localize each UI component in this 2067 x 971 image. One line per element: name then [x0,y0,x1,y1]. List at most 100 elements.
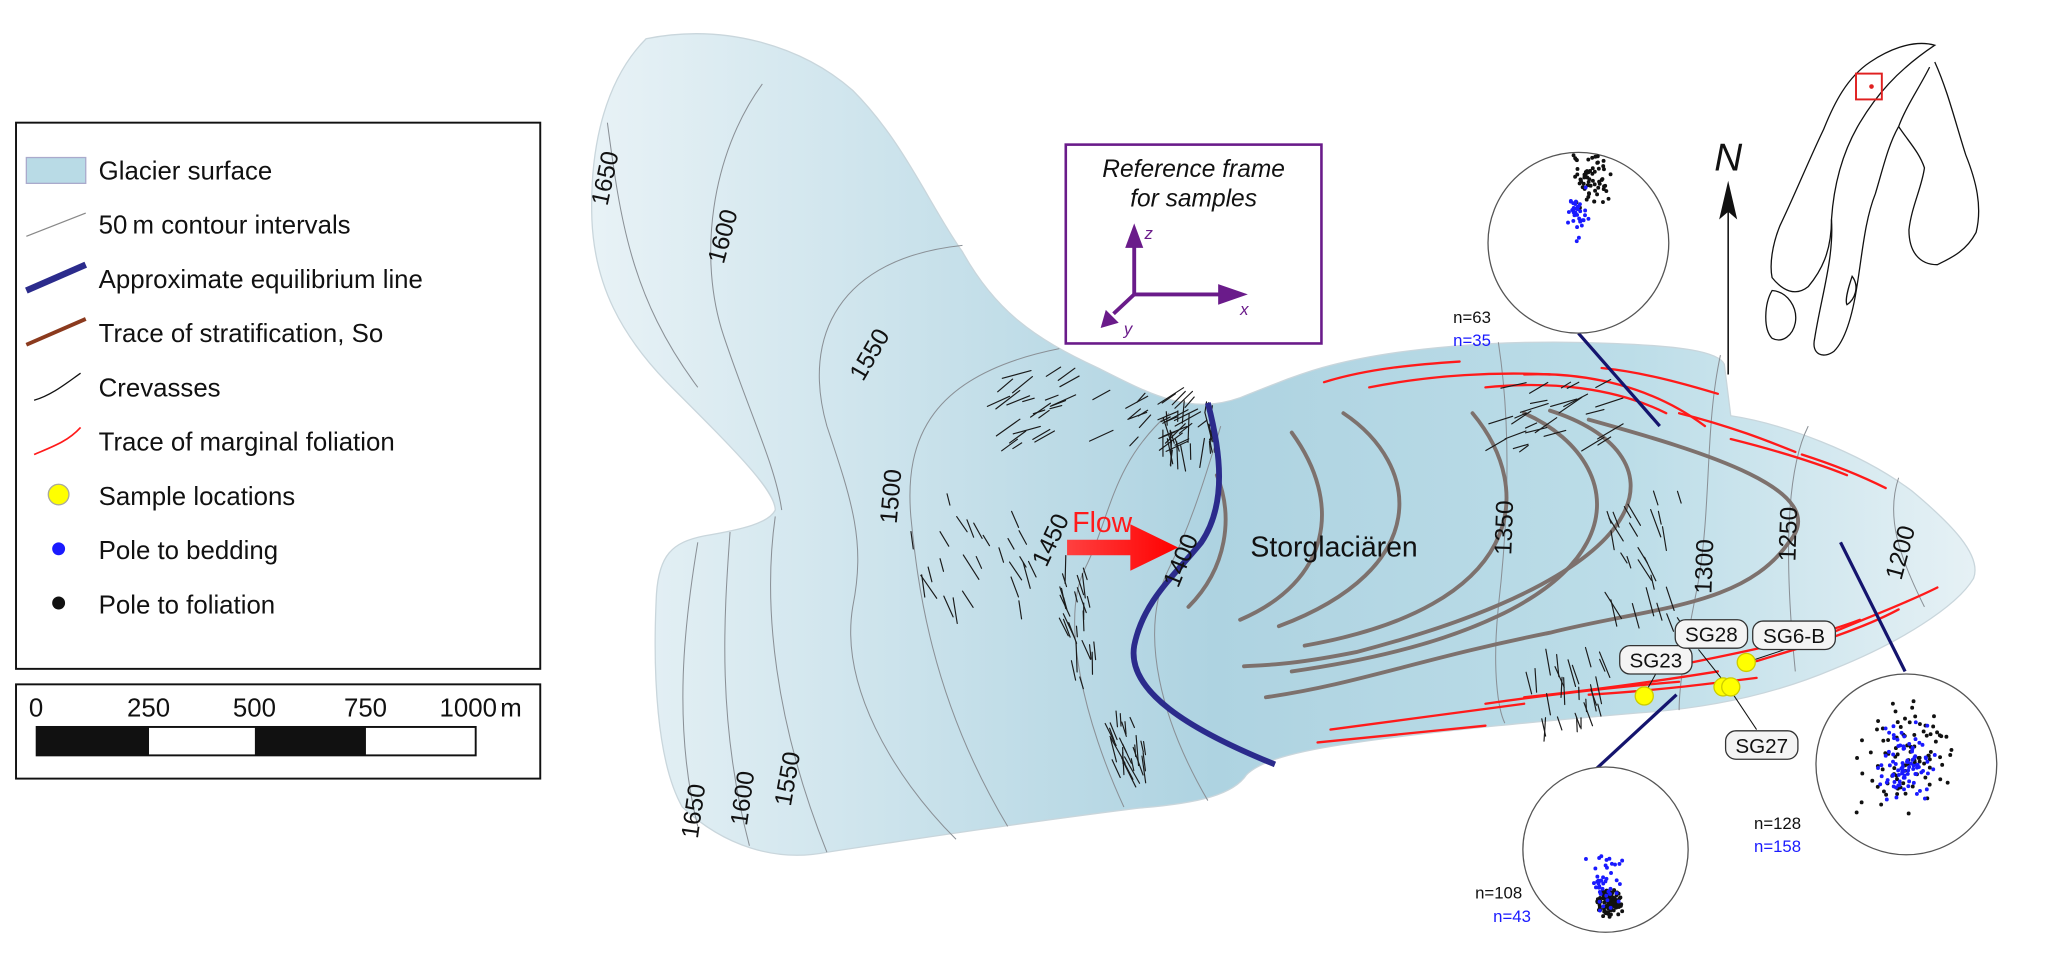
contour-label: 1350 [1490,500,1519,555]
contour-line [606,122,699,388]
crevasse [1676,490,1682,504]
crevasse [956,516,968,533]
svg-text:SG28: SG28 [1685,624,1738,647]
bedding-pole-point [1879,774,1884,779]
bedding-pole-point [1922,796,1927,801]
bedding-pole-point [1911,767,1916,771]
crevasse [1524,426,1548,434]
crevasse [1082,610,1085,632]
contour-line [818,244,963,840]
bedding-pole-point [1924,787,1929,792]
foliation-pole-point [1884,792,1889,797]
foliation-pole-point [1938,777,1943,782]
crevasse [1597,436,1612,446]
axes-icon [1100,223,1248,328]
bedding-pole-point [1604,876,1609,881]
legend-sample-symbol [47,483,70,506]
foliation-pole-point [1876,719,1881,723]
foliation-pole-point [1911,699,1916,704]
crevasse [1062,613,1075,638]
foliation-pole-point [1927,765,1932,770]
reference-frame-box: Reference frame for samples z x y [1064,143,1323,345]
legend-label: Pole to foliation [99,591,276,619]
crevasse [1500,382,1527,389]
foliation-pole-point [1577,181,1582,186]
legend-label: Approximate equilibrium line [99,266,423,294]
bedding-count: n=43 [1493,907,1531,926]
crevasse [1038,409,1050,419]
foliation-pole-point [1590,166,1595,171]
bedding-pole-point [1897,779,1902,784]
bedding-pole-point [1910,749,1914,754]
bedding-pole-point [1601,875,1606,880]
foliation-pole-point [1938,755,1943,760]
crevasse [1129,716,1136,729]
bedding-pole-point [1905,758,1910,763]
crevasse [1180,445,1187,472]
crevasse [1534,668,1538,693]
bedding-pole-point [1905,771,1910,776]
foliation-count: n=108 [1475,884,1522,903]
crevasse [1488,415,1514,425]
foliation-pole-point [1895,792,1900,796]
foliation-pole-point [1604,903,1609,908]
contour-line [1495,342,1508,724]
foliation-pole-point [1924,733,1929,738]
foliation-pole-point [1948,753,1953,757]
bedding-pole-point [1896,772,1901,777]
contour-line [724,531,750,846]
foliation-pole-point [1611,908,1616,913]
bedding-pole-point [1887,730,1892,735]
foliation-pole-point [1875,784,1880,789]
bedding-pole-point [1574,239,1579,244]
bedding-pole-point [1894,795,1899,800]
scale-label-500: 500 [233,695,276,723]
crevasse [1554,666,1565,688]
north-label: N [1714,136,1742,179]
bedding-pole-point [1597,899,1602,904]
foliation-pole-point [1923,775,1928,780]
foliation-pole-point [1860,771,1865,776]
crevasse [1171,390,1186,406]
foliation-pole-point [1880,726,1885,731]
foliation-pole-point [1895,777,1899,782]
crevasse [1092,389,1111,401]
crevasse [1032,428,1051,440]
crevasse [1637,559,1652,581]
foliation-pole-point [1609,912,1613,917]
crevasse [1142,740,1147,756]
crevasse [1583,702,1594,727]
bedding-pole-point [1597,890,1602,894]
legend-glacier-swatch [25,156,87,184]
crevasse [1567,659,1577,688]
crevasse [1160,416,1171,423]
crevasse [1018,530,1028,545]
crevasse [943,595,954,618]
crevasse [1584,646,1592,668]
foliation-pole-point [1892,766,1897,771]
scale-label-0: 0 [29,695,43,723]
foliation-pole-point [1868,750,1873,755]
bedding-pole-point [1893,762,1898,766]
crevasse [973,522,983,539]
crevasse [952,597,958,625]
foliation-pole-point [1859,800,1864,805]
contour-label: 1300 [1690,539,1719,594]
legend-equilibrium-symbol [25,261,88,294]
crevasse [1643,556,1657,582]
crevasse [982,534,991,547]
bedding-pole-point [1577,216,1582,221]
crevasse [939,531,950,547]
north-arrow: N [1714,136,1742,375]
sample-marker-sg27[interactable] [1721,677,1741,697]
crevasse [1661,526,1667,552]
bedding-pole-point [1568,199,1573,204]
sample-marker-sg6b[interactable] [1736,652,1756,673]
crevasse [1122,751,1125,776]
sample-marker-sg23[interactable] [1634,686,1654,706]
bedding-pole-point [1907,765,1912,769]
crevasse [1595,378,1612,389]
foliation-pole-point [1912,732,1917,737]
legend-label: 50 m contour intervals [99,212,351,240]
crevasse [1162,417,1172,442]
